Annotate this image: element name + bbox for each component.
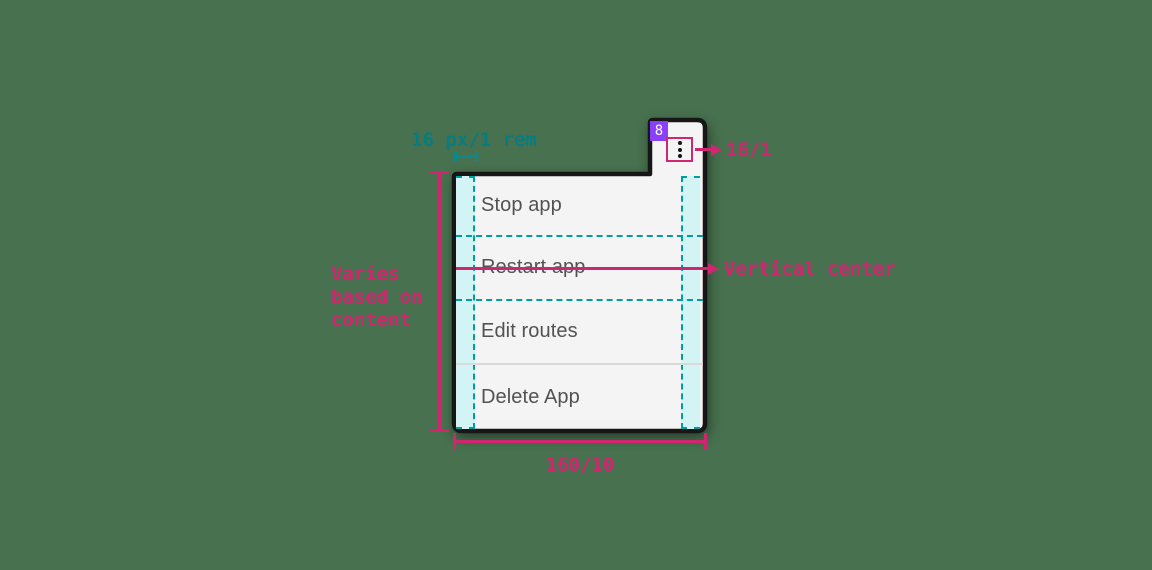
kebab-icon[interactable] — [677, 141, 682, 146]
padding-spacer-right — [681, 176, 700, 429]
padding-measure-cap-right — [475, 151, 478, 162]
annotation-badge: 8 — [650, 121, 668, 141]
row-boundary-dashed-line — [456, 299, 703, 301]
menu-item-delete-app[interactable]: Delete App — [456, 365, 703, 429]
kebab-icon[interactable] — [677, 147, 682, 152]
menu-item-stop-app[interactable]: Stop app — [456, 176, 703, 235]
menu-item-label: Delete App — [481, 385, 580, 408]
menu-item-label: Edit routes — [481, 319, 578, 342]
padding-measure-line — [455, 155, 478, 158]
menu-item-edit-routes[interactable]: Edit routes — [456, 299, 703, 363]
height-measure-line — [438, 172, 441, 431]
icon-size-leader-line — [695, 148, 713, 151]
width-measure-cap-left — [453, 433, 456, 450]
icon-size-label: 16/1 — [726, 139, 772, 161]
width-label: 160/10 — [545, 454, 615, 476]
height-measure-cap-bottom — [429, 429, 449, 432]
padding-measure-cap-left — [454, 151, 457, 162]
padding-spacer-left — [456, 176, 475, 429]
width-measure-cap-right — [704, 433, 707, 450]
vertical-center-label: Vertical center — [724, 258, 896, 280]
icon-size-arrowhead — [711, 144, 722, 156]
height-varies-label: Varies based on content — [331, 263, 423, 331]
menu-item-label: Restart app — [481, 256, 586, 279]
menu-item-restart-app[interactable]: Restart app — [456, 235, 703, 299]
menu-divider — [456, 363, 703, 365]
width-measure-line — [454, 440, 706, 443]
height-measure-cap-top — [429, 171, 449, 174]
vertical-center-arrowhead — [708, 263, 719, 275]
menu-item-label: Stop app — [481, 194, 562, 216]
menu-panel — [451, 117, 708, 434]
padding-label: 16 px/1 rem — [411, 129, 537, 151]
kebab-icon[interactable] — [677, 153, 682, 158]
row-boundary-dashed-line — [456, 235, 703, 237]
icon-bounds-annotation — [666, 137, 693, 162]
vertical-center-line — [456, 267, 710, 270]
